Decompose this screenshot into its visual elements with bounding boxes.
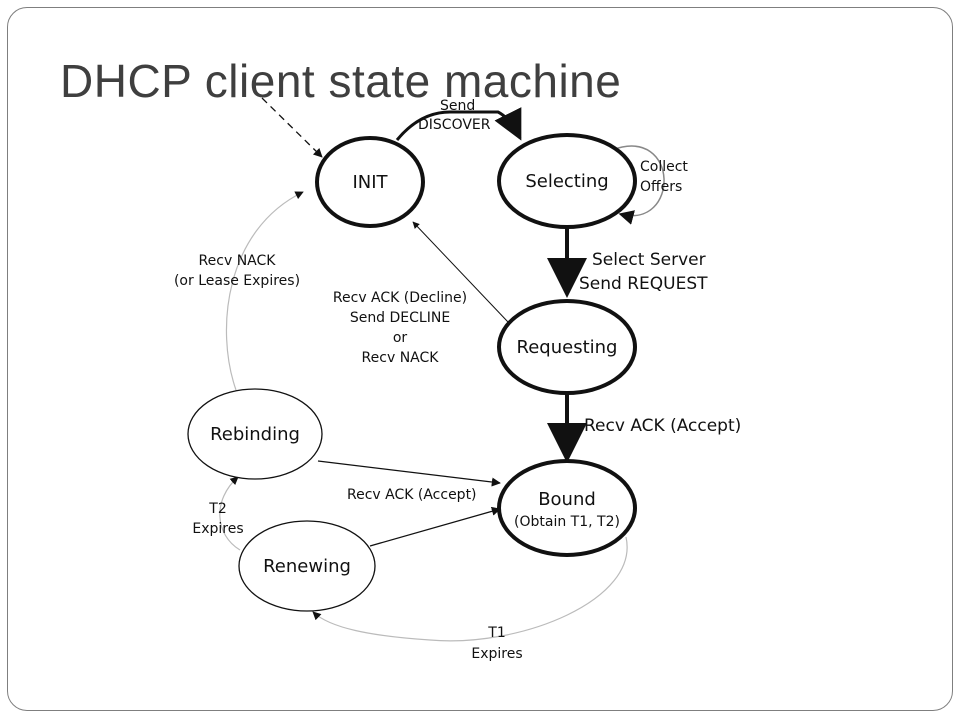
page-title: DHCP client state machine (60, 55, 622, 107)
edge-initial (261, 97, 323, 158)
label-decline-1: Recv ACK (Decline) (333, 290, 467, 306)
label-send-discover-2: DISCOVER (418, 117, 491, 133)
label-t2-1: T2 (208, 501, 226, 517)
state-rebinding-label: Rebinding (210, 424, 300, 445)
edge-selecting-loop (611, 145, 665, 225)
slide-frame (7, 7, 953, 711)
label-recv-ack-accept: Recv ACK (Accept) (584, 416, 741, 436)
label-collect-offers-2: Offers (640, 179, 682, 195)
state-bound (497, 459, 637, 557)
label-decline-2: Send DECLINE (350, 310, 450, 326)
state-rebinding (187, 388, 323, 480)
label-decline-3: or (393, 330, 408, 346)
state-bound-label: Bound (538, 489, 596, 510)
state-init-label: INIT (352, 172, 388, 193)
label-t1-1: T1 (487, 625, 505, 641)
label-select-server-2: Send REQUEST (579, 274, 708, 294)
state-selecting-label: Selecting (525, 171, 608, 192)
state-init (315, 136, 425, 228)
label-decline-4: Recv NACK (362, 350, 440, 366)
label-renew-ack-accept: Recv ACK (Accept) (347, 487, 477, 503)
edge-renewing-rebinding (219, 476, 241, 551)
state-selecting (497, 133, 637, 229)
state-renewing (238, 520, 376, 612)
label-send-discover-1: Send (440, 98, 475, 114)
state-requesting-label: Requesting (517, 337, 618, 358)
label-t1-2: Expires (471, 646, 522, 662)
edge-init-selecting (395, 107, 522, 141)
state-requesting (497, 299, 637, 395)
edge-rebinding-bound (317, 460, 501, 487)
label-recv-nack-2: (or Lease Expires) (174, 273, 300, 289)
label-recv-nack-1: Recv NACK (199, 253, 277, 269)
state-bound-sublabel: (Obtain T1, T2) (514, 514, 620, 530)
edge-bound-renewing (312, 536, 628, 642)
label-t2-2: Expires (192, 521, 243, 537)
label-select-server-1: Select Server (592, 250, 706, 270)
edge-rebinding-init (225, 191, 304, 391)
edge-renewing-bound (369, 506, 501, 547)
state-renewing-label: Renewing (263, 556, 351, 577)
edge-requesting-init (412, 221, 509, 323)
label-collect-offers-1: Collect (640, 159, 688, 175)
